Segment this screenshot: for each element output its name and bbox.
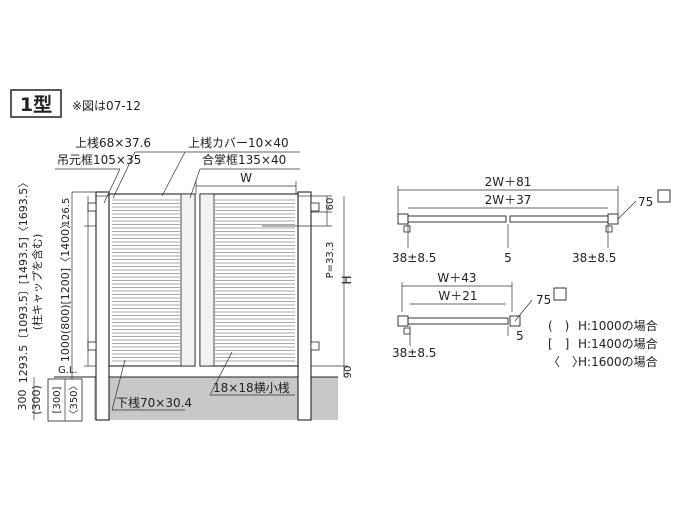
height-legend: ( ) H:1000の場合 [ ] H:1400の場合 〈 〉 H:1600の場… [548,318,658,369]
meeting-frame-leader [189,168,201,199]
hinge-icon [310,341,320,351]
hinge-frame-leader [103,168,121,204]
legend-marker: [ ] [548,337,569,351]
ground-box-b-label: 〈350〉 [68,380,80,419]
ground-box-a-label: [300] [52,386,63,413]
plan-single-post-size: 75 [536,293,551,307]
legend-text: H:1600の場合 [578,354,658,369]
meeting-frame-label: 合掌框135×40 [202,152,286,167]
gl-label: G.L. [58,365,78,376]
top-rail-leader [112,151,136,199]
plan-single-inner-label: W＋21 [438,289,477,303]
right-door-slats [215,199,295,362]
plan-single-left-offset: 38±8.5 [392,346,436,360]
type-badge-label: 1型 [20,93,52,116]
ground-area [94,377,338,420]
left-meeting-stile [180,193,196,367]
plan-single: W＋43 W＋21 38±8.5 5 75 [392,271,567,360]
plan-double-outer-label: 2W＋81 [485,175,532,189]
slat-label: 18×18横小桟 [213,381,290,395]
slat-leader [209,351,233,396]
bottom-gap-label: 90 [343,366,354,379]
bottom-rail-leader [111,359,126,411]
hinge-icon [87,341,97,351]
overall-height-note: (柱キャップを含む) [30,234,44,331]
top-rail-cover-label: 上桟カバー10×40 [188,136,289,150]
ground-depth-label: 300 [16,390,29,411]
plan-double-right-offset: 38±8.5 [572,251,616,265]
left-door-slats [112,199,180,362]
plan-double-left-leaf [407,215,507,223]
top-offset-label: 60 [325,198,336,211]
hinge-frame-label: 吊元框105×35 [57,153,141,167]
hinge-icon [310,202,320,212]
ground-depth-alt-label: (300) [30,385,43,415]
right-door [199,193,299,367]
right-meeting-stile [199,193,215,367]
upper-gap-label: 126.5 [61,198,72,227]
figure-note: ※図は07-12 [72,99,141,113]
top-rail-cover-leader [161,151,186,197]
legend-text: H:1400の場合 [578,336,658,351]
plan-double-center-gap: 5 [504,251,512,265]
plan-single-left-post [397,315,409,327]
plan-double: 2W＋81 2W＋37 38±8.5 5 38±8.5 75 [392,175,671,265]
overall-height-label: 1293.5〔1093.5〕[1493.5]〈1693.5〉 [17,177,30,384]
panel-height-label: 1000(800)[1200]〈1400〉 [59,218,72,362]
height-label: H [340,275,354,284]
plan-single-leaf [407,317,509,325]
post-square-icon [553,287,567,301]
type-badge [10,89,62,118]
hinge-icon [87,202,97,212]
plan-single-outer-label: W＋43 [437,271,476,285]
left-door [108,193,196,367]
left-post [95,191,110,421]
plan-single-gap: 5 [516,329,524,343]
top-rail-label: 上桟68×37.6 [75,136,151,150]
plan-double-inner-label: 2W＋37 [485,193,532,207]
pitch-label: P=33.3 [325,242,336,279]
legend-marker: ( ) [548,319,569,333]
width-label: W [240,171,252,185]
bottom-rail-label: 下桟70×30.4 [116,396,192,410]
post-square-icon [657,189,671,203]
plan-double-post-size: 75 [638,195,653,209]
legend-marker: 〈 〉 [548,355,584,369]
plan-double-right-leaf [509,215,609,223]
plan-double-right-post [607,213,619,225]
plan-double-left-post [397,213,409,225]
legend-text: H:1000の場合 [578,318,658,333]
plan-double-left-offset: 38±8.5 [392,251,436,265]
